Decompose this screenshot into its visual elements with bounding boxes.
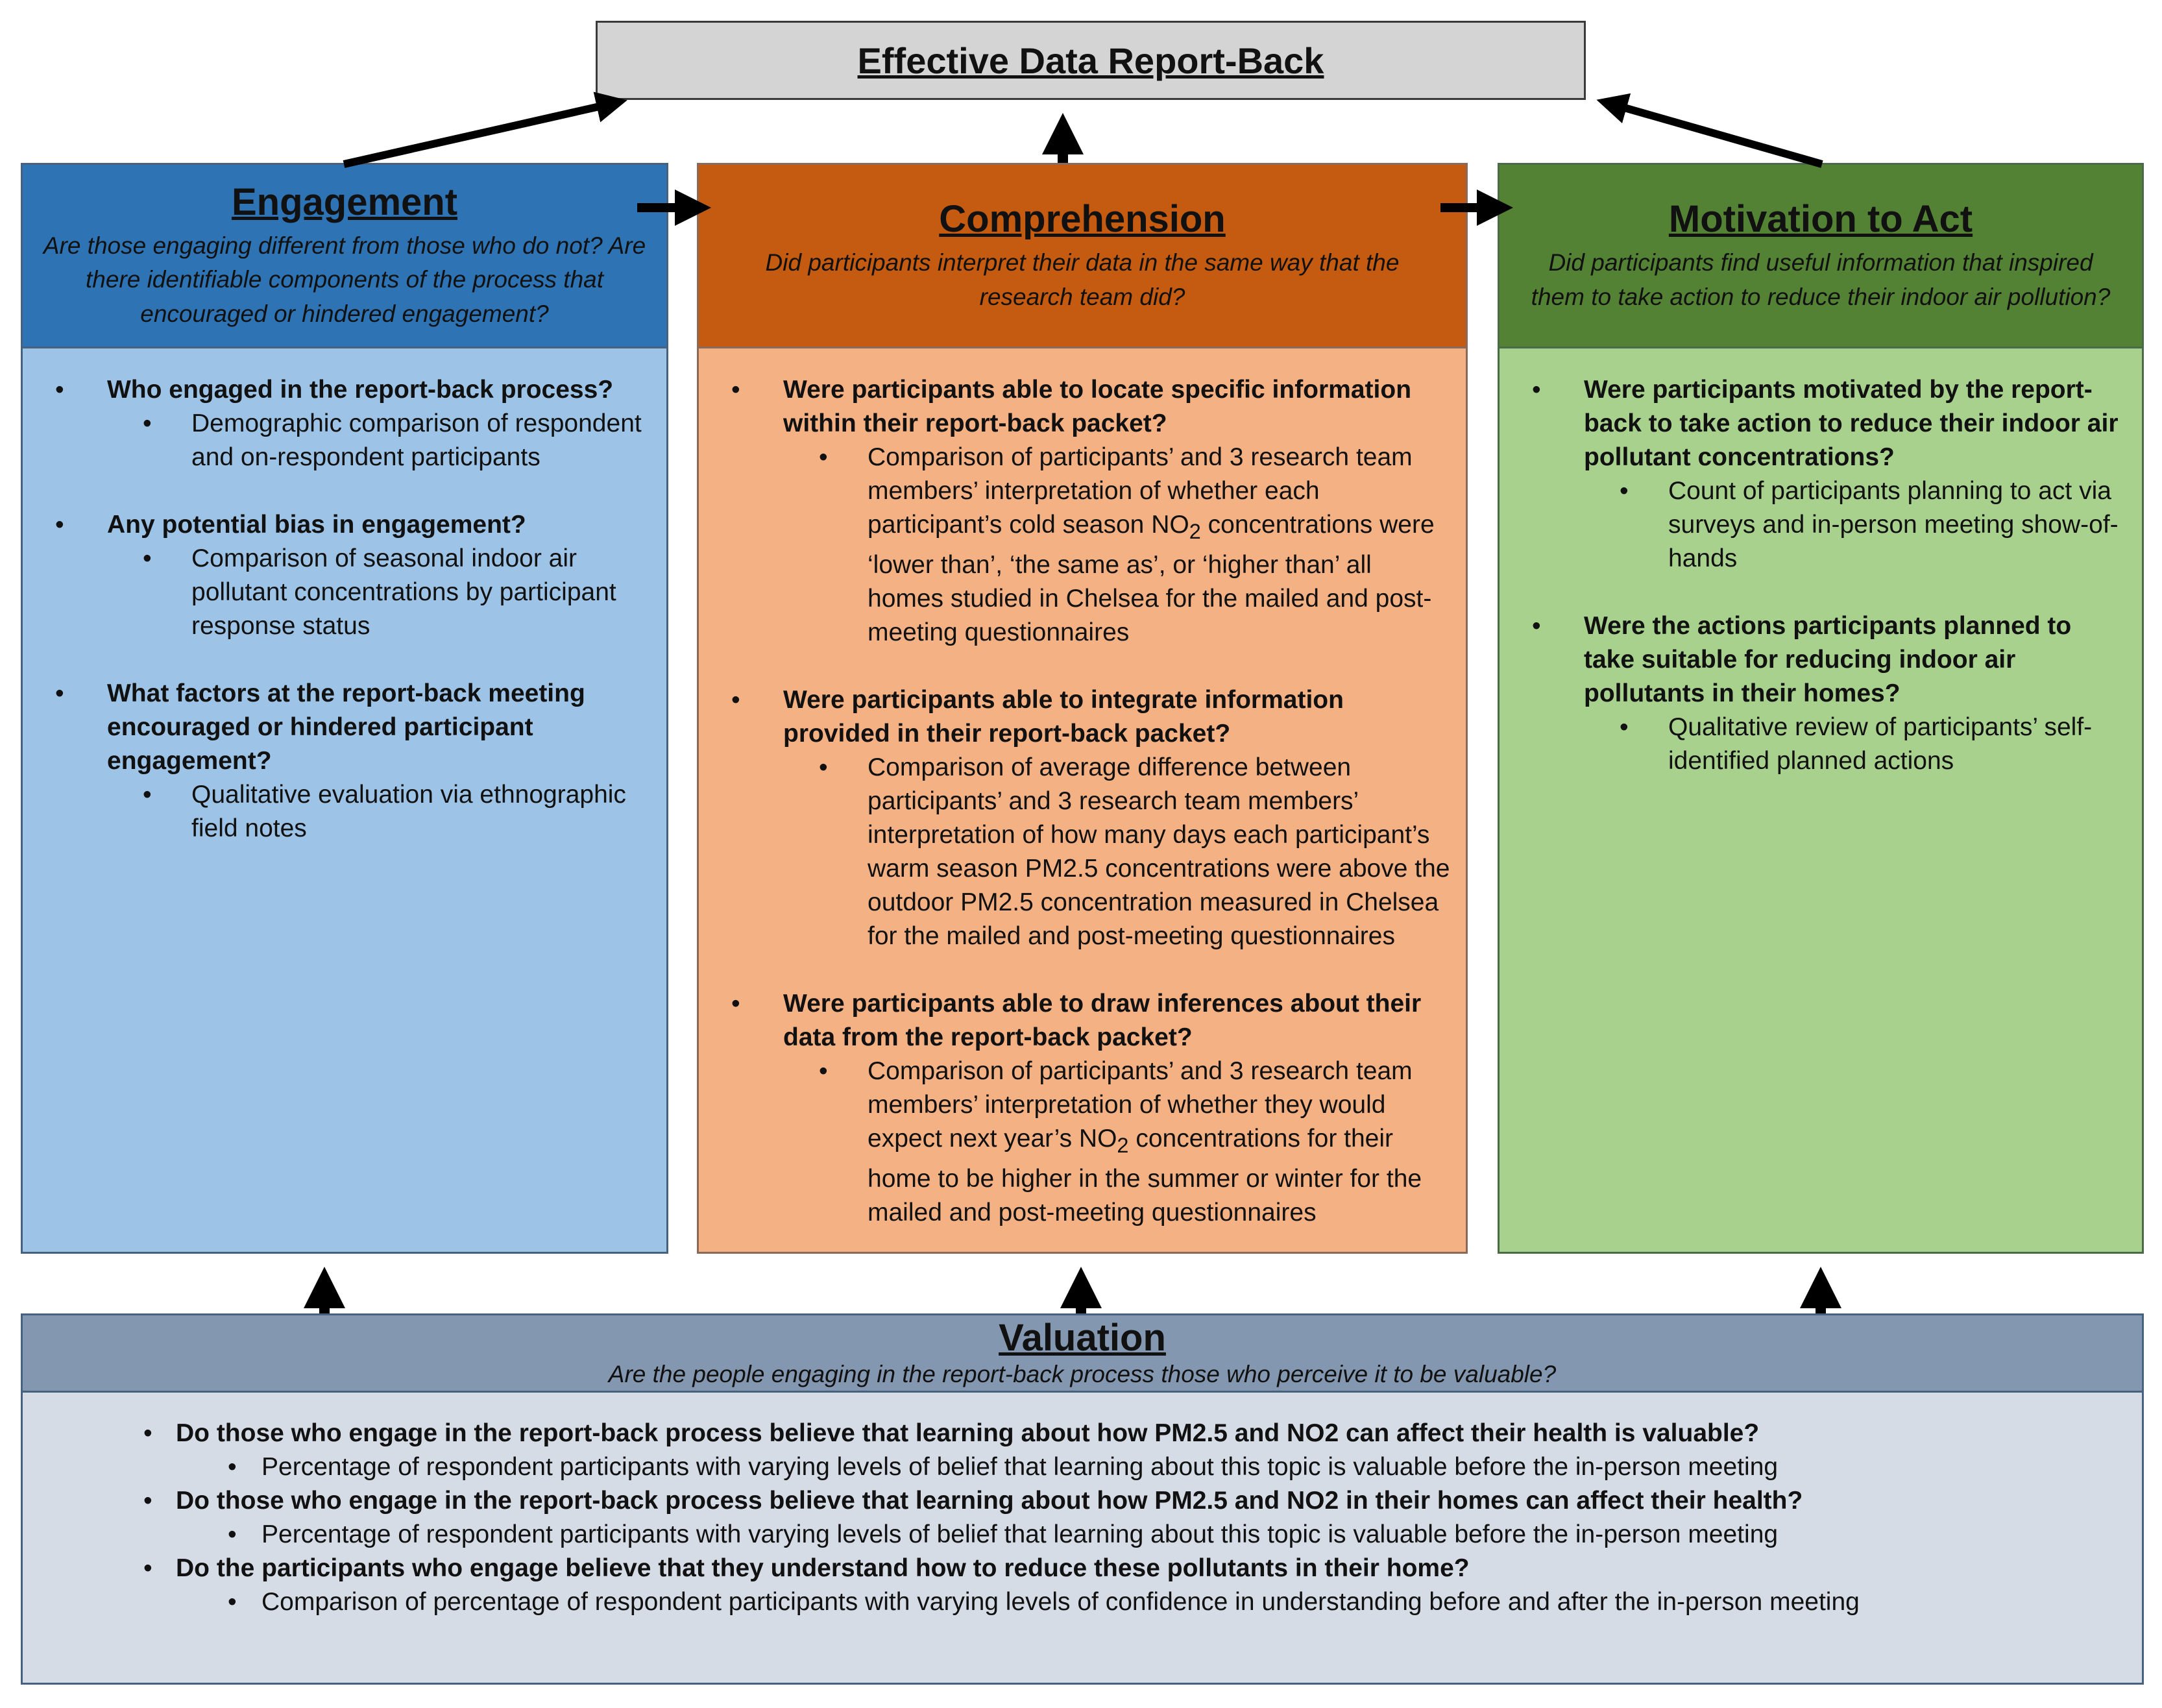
method-text-a: Comparison of participants’ and 3 resear… bbox=[868, 1056, 1413, 1153]
comprehension-method-3: Comparison of participants’ and 3 resear… bbox=[718, 1055, 1453, 1230]
engagement-question: Are those engaging different from those … bbox=[43, 232, 646, 327]
list-item: Were participants able to integrate info… bbox=[718, 683, 1453, 953]
comprehension-question: Did participants interpret their data in… bbox=[765, 249, 1400, 310]
comprehension-question-2: Were participants able to integrate info… bbox=[718, 683, 1453, 751]
method-text-b: concentrations were ‘lower than’, ‘the s… bbox=[868, 511, 1435, 646]
subscript: 2 bbox=[1117, 1133, 1129, 1157]
comprehension-question-1: Were participants able to locate specifi… bbox=[718, 373, 1453, 441]
list-item: Any potential bias in engagement? Compar… bbox=[42, 508, 653, 643]
comprehension-method-2: Comparison of average difference between… bbox=[718, 751, 1453, 953]
method-text-b: concentrations for their home to be high… bbox=[868, 1124, 1422, 1226]
engagement-question-2: Any potential bias in engagement? bbox=[42, 508, 653, 542]
list-item: Were participants motivated by the repor… bbox=[1519, 373, 2129, 576]
comprehension-title: Comprehension bbox=[939, 197, 1226, 240]
valuation-header: Valuation Are the people engaging in the… bbox=[21, 1313, 2144, 1393]
valuation-body: Do those who engage in the report-back p… bbox=[21, 1393, 2144, 1685]
motivation-question-2: Were the actions participants planned to… bbox=[1519, 609, 2129, 711]
motivation-question-1: Were participants motivated by the repor… bbox=[1519, 373, 2129, 474]
motivation-question: Did participants find useful information… bbox=[1531, 249, 2111, 310]
engagement-method-3: Qualitative evaluation via ethnographic … bbox=[42, 778, 653, 846]
top-box: Effective Data Report-Back bbox=[596, 21, 1586, 100]
engagement-method-2: Comparison of seasonal indoor air pollut… bbox=[42, 542, 653, 643]
valuation-method-1: Percentage of respondent participants wi… bbox=[120, 1450, 2129, 1484]
motivation-method-1: Count of participants planning to act vi… bbox=[1519, 474, 2129, 576]
list-item: Do the participants who engage believe t… bbox=[120, 1552, 2129, 1619]
list-item: Were participants able to draw inference… bbox=[718, 987, 1453, 1230]
valuation-question: Are the people engaging in the report-ba… bbox=[608, 1361, 1557, 1387]
comprehension-header: Comprehension Did participants interpret… bbox=[697, 163, 1468, 348]
valuation-question-2: Do those who engage in the report-back p… bbox=[120, 1484, 2129, 1518]
method-text-a: Comparison of participants’ and 3 resear… bbox=[868, 443, 1413, 539]
list-item: What factors at the report-back meeting … bbox=[42, 677, 653, 846]
engagement-question-3: What factors at the report-back meeting … bbox=[42, 677, 653, 778]
comprehension-question-3: Were participants able to draw inference… bbox=[718, 987, 1453, 1055]
valuation-method-3: Comparison of percentage of respondent p… bbox=[120, 1585, 2129, 1619]
valuation-question-1: Do those who engage in the report-back p… bbox=[120, 1417, 2129, 1450]
list-item: Who engaged in the report-back process? … bbox=[42, 373, 653, 474]
top-title: Effective Data Report-Back bbox=[857, 40, 1324, 81]
motivation-method-2: Qualitative review of participants’ self… bbox=[1519, 711, 2129, 778]
comprehension-method-1: Comparison of participants’ and 3 resear… bbox=[718, 441, 1453, 650]
comprehension-body: Were participants able to locate specifi… bbox=[697, 348, 1468, 1254]
engagement-question-1: Who engaged in the report-back process? bbox=[42, 373, 653, 407]
list-item: Do those who engage in the report-back p… bbox=[120, 1484, 2129, 1552]
list-item: Do those who engage in the report-back p… bbox=[120, 1417, 2129, 1484]
engagement-body: Who engaged in the report-back process? … bbox=[21, 348, 668, 1254]
list-item: Were the actions participants planned to… bbox=[1519, 609, 2129, 778]
engagement-header: Engagement Are those engaging different … bbox=[21, 163, 668, 348]
motivation-body: Were participants motivated by the repor… bbox=[1498, 348, 2144, 1254]
arrow-motivation-to-top bbox=[1596, 93, 1823, 168]
arrow-engagement-to-top bbox=[343, 92, 627, 168]
motivation-title: Motivation to Act bbox=[1668, 197, 1973, 240]
subscript: 2 bbox=[1189, 519, 1201, 543]
motivation-header: Motivation to Act Did participants find … bbox=[1498, 163, 2144, 348]
valuation-question-3: Do the participants who engage believe t… bbox=[120, 1552, 2129, 1585]
valuation-method-2: Percentage of respondent participants wi… bbox=[120, 1518, 2129, 1552]
list-item: Were participants able to locate specifi… bbox=[718, 373, 1453, 650]
engagement-method-1: Demographic comparison of respondent and… bbox=[42, 407, 653, 474]
valuation-title: Valuation bbox=[999, 1317, 1166, 1359]
engagement-title: Engagement bbox=[231, 180, 458, 223]
